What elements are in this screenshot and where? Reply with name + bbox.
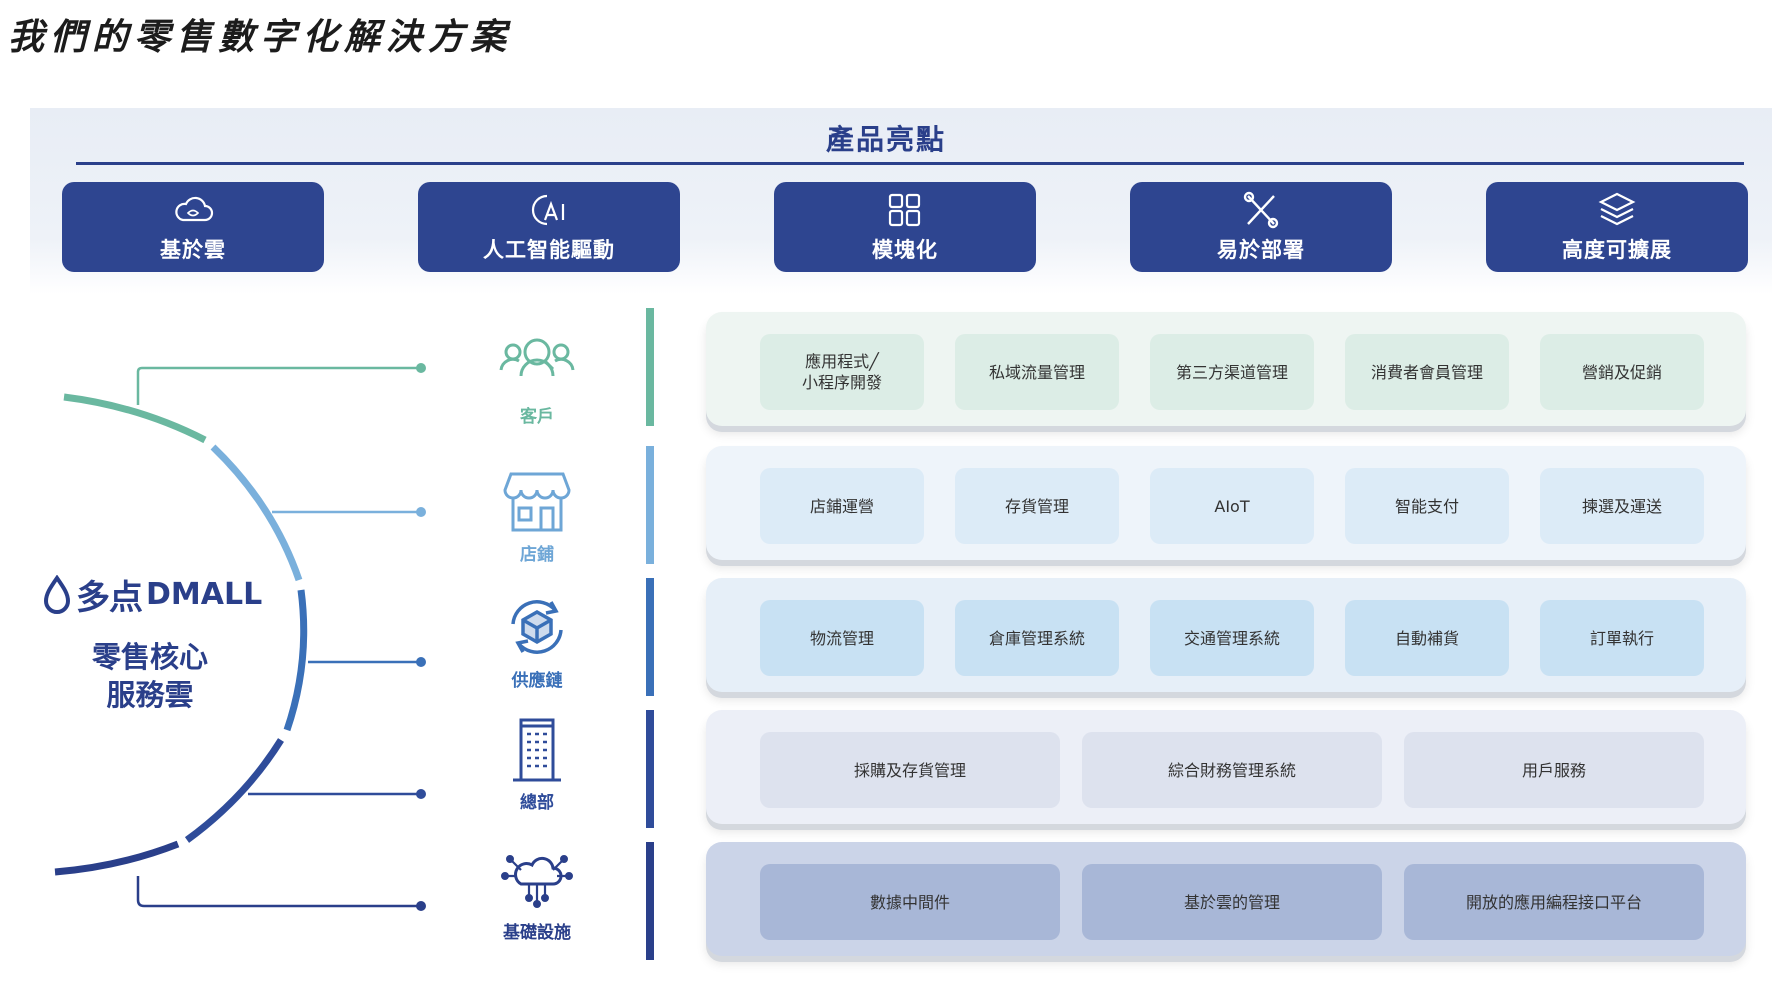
layer-name: 供應鏈 (511, 671, 563, 691)
module-chip: 存貨管理 (955, 468, 1119, 544)
connector-customer (136, 366, 420, 405)
module-chip: 開放的應用編程接口平台 (1404, 864, 1704, 940)
module-chip: 訂單執行 (1540, 600, 1704, 676)
module-chip: 智能支付 (1345, 468, 1509, 544)
feature-scalable: 高度可擴展 (1486, 182, 1748, 272)
layer-panel-headquarters: 採購及存貨管理 綜合財務管理系統 用戶服務 (706, 710, 1746, 824)
module-chip: 自動補貨 (1345, 600, 1509, 676)
headquarters-icon (513, 718, 561, 782)
layer-bar-supply-chain (646, 578, 654, 696)
arc-segment-customer (63, 393, 207, 444)
module-chip: 交通管理系統 (1150, 600, 1314, 676)
brand-name-en: DMALL (146, 577, 263, 612)
module-chip: 倉庫管理系統 (955, 600, 1119, 676)
layer-bar-store (646, 446, 654, 564)
layers-icon (1598, 192, 1636, 226)
layer-panel-customer: 應用程式╱ 小程序開發 私域流量管理 第三方渠道管理 消費者會員管理 營銷及促銷 (706, 312, 1746, 426)
layer-panel-store: 店鋪運營 存貨管理 AIoT 智能支付 揀選及運送 (706, 446, 1746, 560)
arc-segment-store (210, 444, 303, 582)
module-chip: 揀選及運送 (1540, 468, 1704, 544)
feature-deploy: 易於部署 (1130, 182, 1392, 272)
customer-icon (499, 338, 575, 377)
module-chip: 店鋪運營 (760, 468, 924, 544)
feature-ai: 人工智能驅動 (418, 182, 680, 272)
feature-cloud: 基於雲 (62, 182, 324, 272)
feature-label: 人工智能驅動 (483, 238, 615, 262)
feature-label: 模塊化 (872, 238, 938, 262)
layer-panel-infrastructure: 數據中間件 基於雲的管理 開放的應用編程接口平台 (706, 842, 1746, 956)
brand-name-zh: 多点 (76, 578, 143, 618)
highlights-title: 產品亮點 (825, 123, 946, 156)
module-chip: 應用程式╱ 小程序開發 (760, 334, 924, 410)
layer-name: 客戶 (520, 407, 554, 427)
highlights-divider (76, 162, 1744, 165)
cloud-icon (175, 196, 214, 222)
store-icon (503, 472, 571, 532)
feature-label: 高度可擴展 (1562, 238, 1672, 262)
layer-bar-headquarters (646, 710, 654, 828)
feature-label: 基於雲 (160, 238, 226, 262)
page-title: 我們的零售數字化解決方案 (8, 16, 513, 58)
module-chip: 數據中間件 (760, 864, 1060, 940)
connector-dot (416, 507, 426, 517)
module-chip: 採購及存貨管理 (760, 732, 1060, 808)
layer-bar-infrastructure (646, 842, 654, 960)
dmall-logo: 多点 DMALL (42, 570, 262, 619)
tools-icon (1243, 191, 1279, 229)
core-label-line2: 服務雲 (106, 678, 194, 712)
droplet-icon (43, 574, 71, 614)
module-chip: 第三方渠道管理 (1150, 334, 1314, 410)
modules-icon (888, 193, 921, 227)
module-chip: 基於雲的管理 (1082, 864, 1382, 940)
module-chip: 營銷及促銷 (1540, 334, 1704, 410)
arc-segment-supply-chain (283, 589, 308, 732)
connector-infrastructure (136, 876, 420, 908)
infrastructure-icon (501, 855, 573, 908)
layer-panel-supply-chain: 物流管理 倉庫管理系統 交通管理系統 自動補貨 訂單執行 (706, 578, 1746, 692)
core-cloud-label: 零售核心 服務雲 (70, 638, 230, 714)
layer-icon-supply-chain: 供應鏈 (492, 594, 582, 691)
connector-dot (416, 657, 426, 667)
layer-name: 店鋪 (520, 545, 554, 565)
feature-label: 易於部署 (1217, 238, 1305, 262)
feature-modular: 模塊化 (774, 182, 1036, 272)
layer-icon-customer: 客戶 (492, 330, 582, 427)
arc-segment-headquarters (184, 738, 284, 843)
connector-dot (416, 363, 426, 373)
module-chip: 綜合財務管理系統 (1082, 732, 1382, 808)
module-chip: 用戶服務 (1404, 732, 1704, 808)
layer-name: 總部 (520, 793, 554, 813)
connector-dot (416, 901, 426, 911)
layer-icon-store: 店鋪 (492, 468, 582, 565)
layer-name: 基礎設施 (503, 923, 571, 943)
layer-bar-customer (646, 308, 654, 426)
core-label-line1: 零售核心 (91, 640, 208, 674)
core-arc-diagram (54, 363, 426, 911)
module-chip: 物流管理 (760, 600, 924, 676)
module-chip: AIoT (1150, 468, 1314, 544)
layer-icon-headquarters: 總部 (492, 716, 582, 813)
module-chip: 消費者會員管理 (1345, 334, 1509, 410)
arc-segment-infrastructure (54, 840, 180, 876)
module-chip: 私域流量管理 (955, 334, 1119, 410)
connector-dot (416, 789, 426, 799)
layer-icon-infrastructure: 基礎設施 (492, 846, 582, 943)
supply-chain-icon (511, 600, 563, 654)
ai-icon (531, 194, 565, 226)
